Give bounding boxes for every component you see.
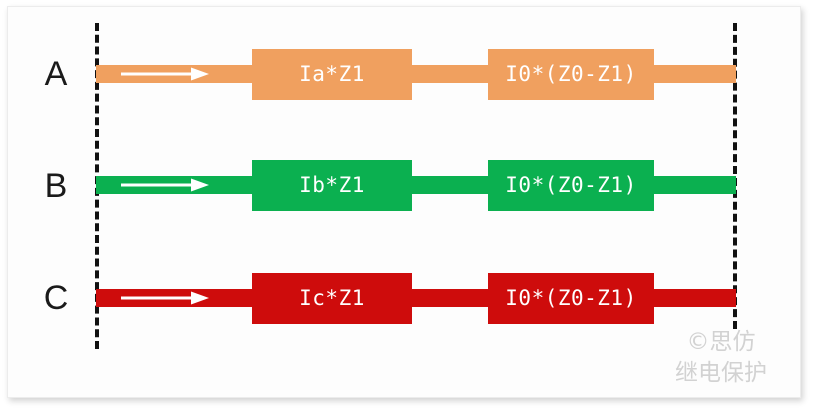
watermark-line-1: ©思仿 — [686, 329, 756, 355]
block-b-zero-seq: I0*(Z0-Z1) — [488, 160, 654, 211]
watermark: ©思仿 继电保护 — [656, 327, 786, 389]
block-b-ibz1-label: Ib*Z1 — [299, 173, 365, 197]
direction-arrow-icon-c — [121, 291, 209, 305]
block-b-ibz1: Ib*Z1 — [252, 160, 412, 211]
phase-label-c: C — [43, 279, 69, 317]
phase-label-b: B — [44, 167, 68, 205]
block-c-zero-seq-label: I0*(Z0-Z1) — [505, 286, 637, 310]
block-a-zero-seq: I0*(Z0-Z1) — [488, 49, 654, 100]
phase-label-a: A — [44, 55, 68, 93]
block-c-icz1-label: Ic*Z1 — [299, 286, 365, 310]
block-b-zero-seq-label: I0*(Z0-Z1) — [505, 173, 637, 197]
direction-arrow-icon-a — [121, 67, 209, 81]
direction-arrow-icon-b — [121, 178, 209, 192]
block-a-zero-seq-label: I0*(Z0-Z1) — [505, 62, 637, 86]
diagram-card: A Ia*Z1 I0*(Z0-Z1) B Ib*Z1 I0*(Z0-Z1) — [7, 6, 801, 398]
watermark-line-2: 继电保护 — [675, 360, 767, 387]
block-c-zero-seq: I0*(Z0-Z1) — [488, 273, 654, 324]
block-a-iaz1-label: Ia*Z1 — [299, 62, 365, 86]
block-c-icz1: Ic*Z1 — [252, 273, 412, 324]
block-a-iaz1: Ia*Z1 — [252, 49, 412, 100]
